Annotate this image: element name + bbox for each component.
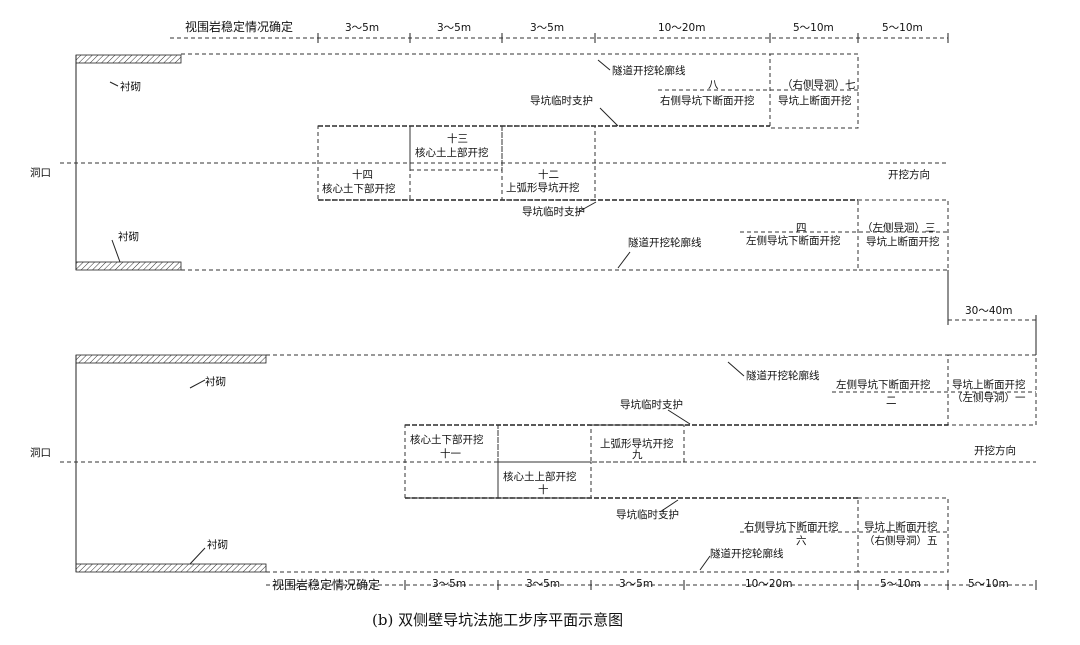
top-step13-num: 十三 — [447, 132, 468, 145]
bottom-step2-num: 二 — [886, 395, 897, 407]
top-step7-b: 导坑上断面开挖 — [778, 94, 852, 107]
bottom-right-pit — [857, 497, 949, 573]
bottom-lining-label-upper: 衬砌 — [205, 375, 226, 388]
bottom-dim-label-0: 视围岩稳定情况确定 — [272, 577, 380, 592]
bottom-step5-b: （右侧导洞）五 — [864, 534, 938, 547]
bottom-support-label-lower: 导坑临时支护 — [616, 508, 679, 521]
bottom-dim-label-4: 10～20m — [745, 578, 792, 590]
top-right-pit-upper — [769, 53, 859, 129]
top-step14-text: 核心土下部开挖 — [322, 182, 396, 195]
bottom-step9-zone — [590, 424, 685, 463]
top-contour-label-lower: 隧道开挖轮廓线 — [628, 236, 702, 249]
bottom-dim-label-6: 5～10m — [968, 578, 1009, 590]
bottom-step1-a: 导坑上断面开挖 — [952, 378, 1026, 391]
top-dim-label-1: 3～5m — [345, 22, 379, 34]
top-dim-label-0: 视围岩稳定情况确定 — [185, 19, 293, 34]
top-step13-text: 核心土上部开挖 — [415, 146, 489, 159]
bottom-direction-label: 开挖方向 — [974, 444, 1016, 457]
top-support-label-upper: 导坑临时支护 — [530, 94, 593, 107]
gap-label: 30～40m — [965, 305, 1012, 317]
top-step4-text: 左侧导坑下断面开挖 — [746, 234, 841, 247]
bottom-step10-num: 十 — [538, 483, 549, 496]
top-dim-label-3: 3～5m — [530, 22, 564, 34]
top-lining-hatch-upper — [75, 54, 182, 64]
bottom-left-pit — [947, 354, 1037, 426]
bottom-dim-label-5: 5～10m — [880, 578, 921, 590]
top-contour-label-upper: 隧道开挖轮廓线 — [612, 64, 686, 77]
bottom-step9-num: 九 — [632, 449, 643, 461]
bottom-step11-num: 十一 — [440, 447, 461, 460]
top-step3-a: （左侧导洞）三 — [862, 221, 936, 234]
top-dim-label-6: 5～10m — [882, 22, 923, 34]
bottom-step6-text: 右侧导坑下断面开挖 — [744, 520, 839, 533]
top-step12-text: 上弧形导坑开挖 — [506, 181, 580, 194]
bottom-contour-label-upper: 隧道开挖轮廓线 — [746, 369, 820, 382]
top-step7-a: （右侧导洞）七 — [782, 78, 856, 91]
top-dimension-ticks — [317, 33, 949, 43]
top-portal-label: 洞口 — [30, 167, 51, 179]
top-step14-num: 十四 — [352, 168, 373, 181]
bottom-contour-label-lower: 隧道开挖轮廓线 — [710, 547, 784, 560]
top-step8-num: 八 — [708, 79, 719, 91]
bottom-dimension-ticks — [404, 580, 1037, 590]
top-dim-label-2: 3～5m — [437, 22, 471, 34]
figure-caption: (b) 双侧壁导坑法施工步序平面示意图 — [372, 611, 623, 629]
top-dim-label-5: 5～10m — [793, 22, 834, 34]
top-step8-text: 右侧导坑下断面开挖 — [660, 94, 755, 107]
bottom-lining-label-lower: 衬砌 — [207, 538, 228, 551]
top-lining-hatch-lower — [75, 261, 182, 271]
top-direction-label: 开挖方向 — [888, 168, 930, 181]
top-step12-num: 十二 — [538, 168, 559, 181]
bottom-step6-num: 六 — [796, 535, 807, 547]
top-step4-num: 四 — [796, 222, 807, 234]
top-diagram: 视围岩稳定情况确定 3～5m 3～5m 3～5m 10～20m 5～10m 5～… — [30, 19, 1037, 355]
bottom-step10-zone — [497, 461, 592, 499]
top-lining-label-upper: 衬砌 — [120, 80, 141, 93]
bottom-step5-a: 导坑上断面开挖 — [864, 520, 938, 533]
bottom-lining-hatch-lower — [75, 563, 267, 573]
top-support-label-lower: 导坑临时支护 — [522, 205, 585, 218]
bottom-dim-label-3: 3～5m — [619, 578, 653, 590]
bottom-lining-hatch-upper — [75, 354, 267, 364]
top-lining-label-lower: 衬砌 — [118, 230, 139, 243]
bottom-step11-text: 核心土下部开挖 — [410, 433, 484, 446]
bottom-step10-text: 核心土上部开挖 — [503, 470, 577, 483]
bottom-step9-text: 上弧形导坑开挖 — [600, 437, 674, 450]
bottom-support-label-upper: 导坑临时支护 — [620, 398, 683, 411]
top-step12-zone — [501, 125, 596, 201]
top-left-pit — [857, 199, 949, 271]
bottom-diagram: 衬砌 衬砌 隧道开挖轮廓线 隧道开挖轮廓线 洞口 开挖方向 左侧导坑下断面开挖 … — [30, 354, 1037, 592]
bottom-step1-b: （左侧导洞）一 — [952, 391, 1026, 404]
top-dim-label-4: 10～20m — [658, 22, 705, 34]
bottom-step2-text: 左侧导坑下断面开挖 — [836, 378, 931, 391]
bottom-dim-label-1: 3～5m — [432, 578, 466, 590]
bottom-dim-label-2: 3～5m — [526, 578, 560, 590]
bottom-portal-label: 洞口 — [30, 447, 51, 459]
top-step3-b: 导坑上断面开挖 — [866, 235, 940, 248]
